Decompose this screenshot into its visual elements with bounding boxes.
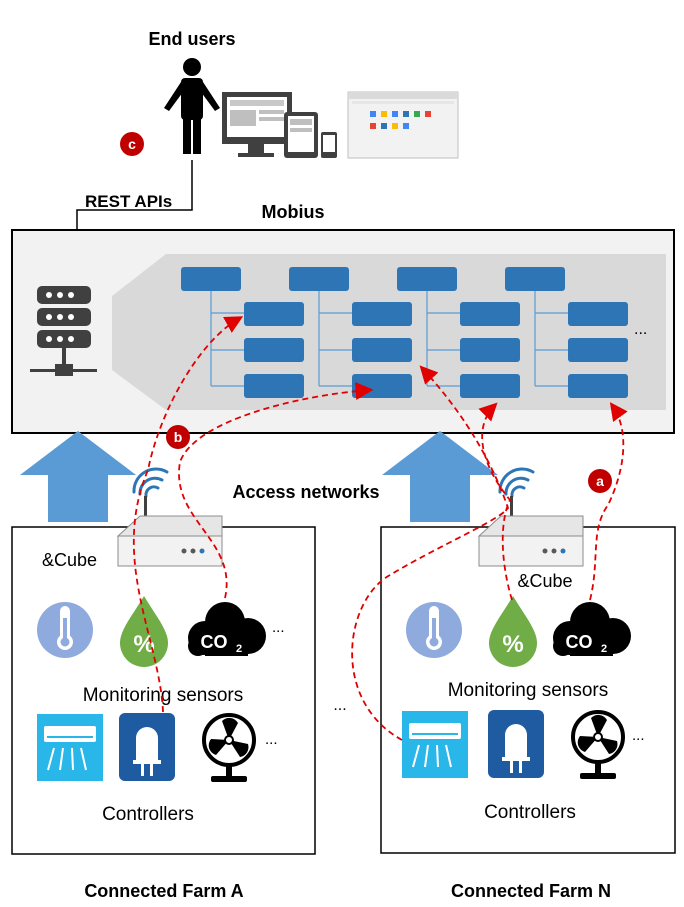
resource-child bbox=[568, 374, 628, 398]
data-flow-paths bbox=[132, 316, 628, 741]
server-icon bbox=[30, 286, 97, 376]
resource-child bbox=[244, 374, 304, 398]
access-networks-label: Access networks bbox=[232, 482, 379, 502]
tree-ellipsis: ... bbox=[634, 321, 647, 338]
co2-cloud-icon: CO 2 bbox=[553, 602, 631, 656]
co2-cloud-icon: CO 2 bbox=[188, 602, 266, 656]
rest-apis-label: REST APIs bbox=[85, 192, 172, 211]
marker-c bbox=[120, 132, 144, 156]
marker-b bbox=[166, 425, 190, 449]
thermometer-icon bbox=[37, 602, 93, 658]
wifi-icon bbox=[132, 467, 169, 498]
flow-farm-n-controller bbox=[351, 365, 509, 741]
co2-subscript: 2 bbox=[236, 643, 242, 655]
end-users-label: End users bbox=[148, 29, 235, 49]
flow-farm-a-controller bbox=[132, 316, 244, 713]
farm-a-controllers-label: Controllers bbox=[102, 804, 194, 825]
led-bulb-icon bbox=[119, 713, 175, 781]
led-bulb-icon bbox=[488, 710, 544, 778]
farm-a-caption: Connected Farm A bbox=[84, 881, 243, 901]
farm-a-sensors-label: Monitoring sensors bbox=[83, 685, 244, 706]
marker-a bbox=[588, 469, 612, 493]
farm-a-gateway-label: &Cube bbox=[42, 550, 97, 570]
marker-c-label: c bbox=[128, 136, 136, 152]
humidity-drop-icon: % bbox=[489, 596, 537, 667]
resource-child bbox=[244, 302, 304, 326]
marker-a-label: a bbox=[596, 473, 604, 489]
resource-child bbox=[568, 302, 628, 326]
resource-child bbox=[352, 302, 412, 326]
gateway-router-icon bbox=[477, 496, 584, 567]
resource-child bbox=[568, 338, 628, 362]
farm-a-box bbox=[11, 526, 316, 855]
farm-a-more-sensors: ... bbox=[272, 619, 285, 636]
marker-b-label: b bbox=[174, 429, 183, 445]
devices-icon bbox=[222, 92, 337, 158]
resource-tree: ... bbox=[181, 267, 647, 398]
air-conditioner-icon bbox=[37, 714, 103, 781]
person-icon bbox=[164, 58, 220, 154]
mobius-title: Mobius bbox=[262, 202, 325, 222]
between-farms-ellipsis: ... bbox=[333, 697, 346, 714]
fan-icon bbox=[202, 713, 256, 782]
farm-n-more-controllers: ... bbox=[632, 727, 645, 744]
resource-child bbox=[460, 338, 520, 362]
resource-child bbox=[244, 338, 304, 362]
resource-parent-3 bbox=[397, 267, 457, 291]
farm-n-box bbox=[380, 526, 676, 854]
air-conditioner-icon bbox=[402, 711, 468, 778]
resource-child bbox=[460, 374, 520, 398]
resource-child bbox=[352, 374, 412, 398]
resource-tree-area bbox=[112, 254, 666, 410]
farm-n-sensors-label: Monitoring sensors bbox=[448, 680, 609, 701]
resource-child bbox=[460, 302, 520, 326]
co2-text: CO bbox=[566, 632, 593, 652]
farm-n-caption: Connected Farm N bbox=[451, 881, 611, 901]
browser-window-icon bbox=[347, 91, 459, 159]
farm-n-gateway-label: &Cube bbox=[517, 571, 572, 591]
upload-arrow-farm-a bbox=[20, 431, 136, 522]
humidity-symbol: % bbox=[133, 631, 154, 658]
farm-a-more-controllers: ... bbox=[265, 731, 278, 748]
resource-child bbox=[352, 338, 412, 362]
flow-farm-n-sensor bbox=[478, 402, 513, 601]
humidity-symbol: % bbox=[502, 631, 523, 658]
fan-icon bbox=[571, 710, 625, 779]
wifi-icon bbox=[498, 467, 535, 498]
co2-text: CO bbox=[201, 632, 228, 652]
resource-parent-2 bbox=[289, 267, 349, 291]
co2-subscript: 2 bbox=[601, 643, 607, 655]
upload-arrow-farm-n bbox=[382, 431, 498, 522]
farm-n-controllers-label: Controllers bbox=[484, 802, 576, 823]
thermometer-icon bbox=[406, 602, 462, 658]
resource-parent-4 bbox=[505, 267, 565, 291]
resource-parent-1 bbox=[181, 267, 241, 291]
flow-farm-n-co2 bbox=[589, 402, 628, 601]
